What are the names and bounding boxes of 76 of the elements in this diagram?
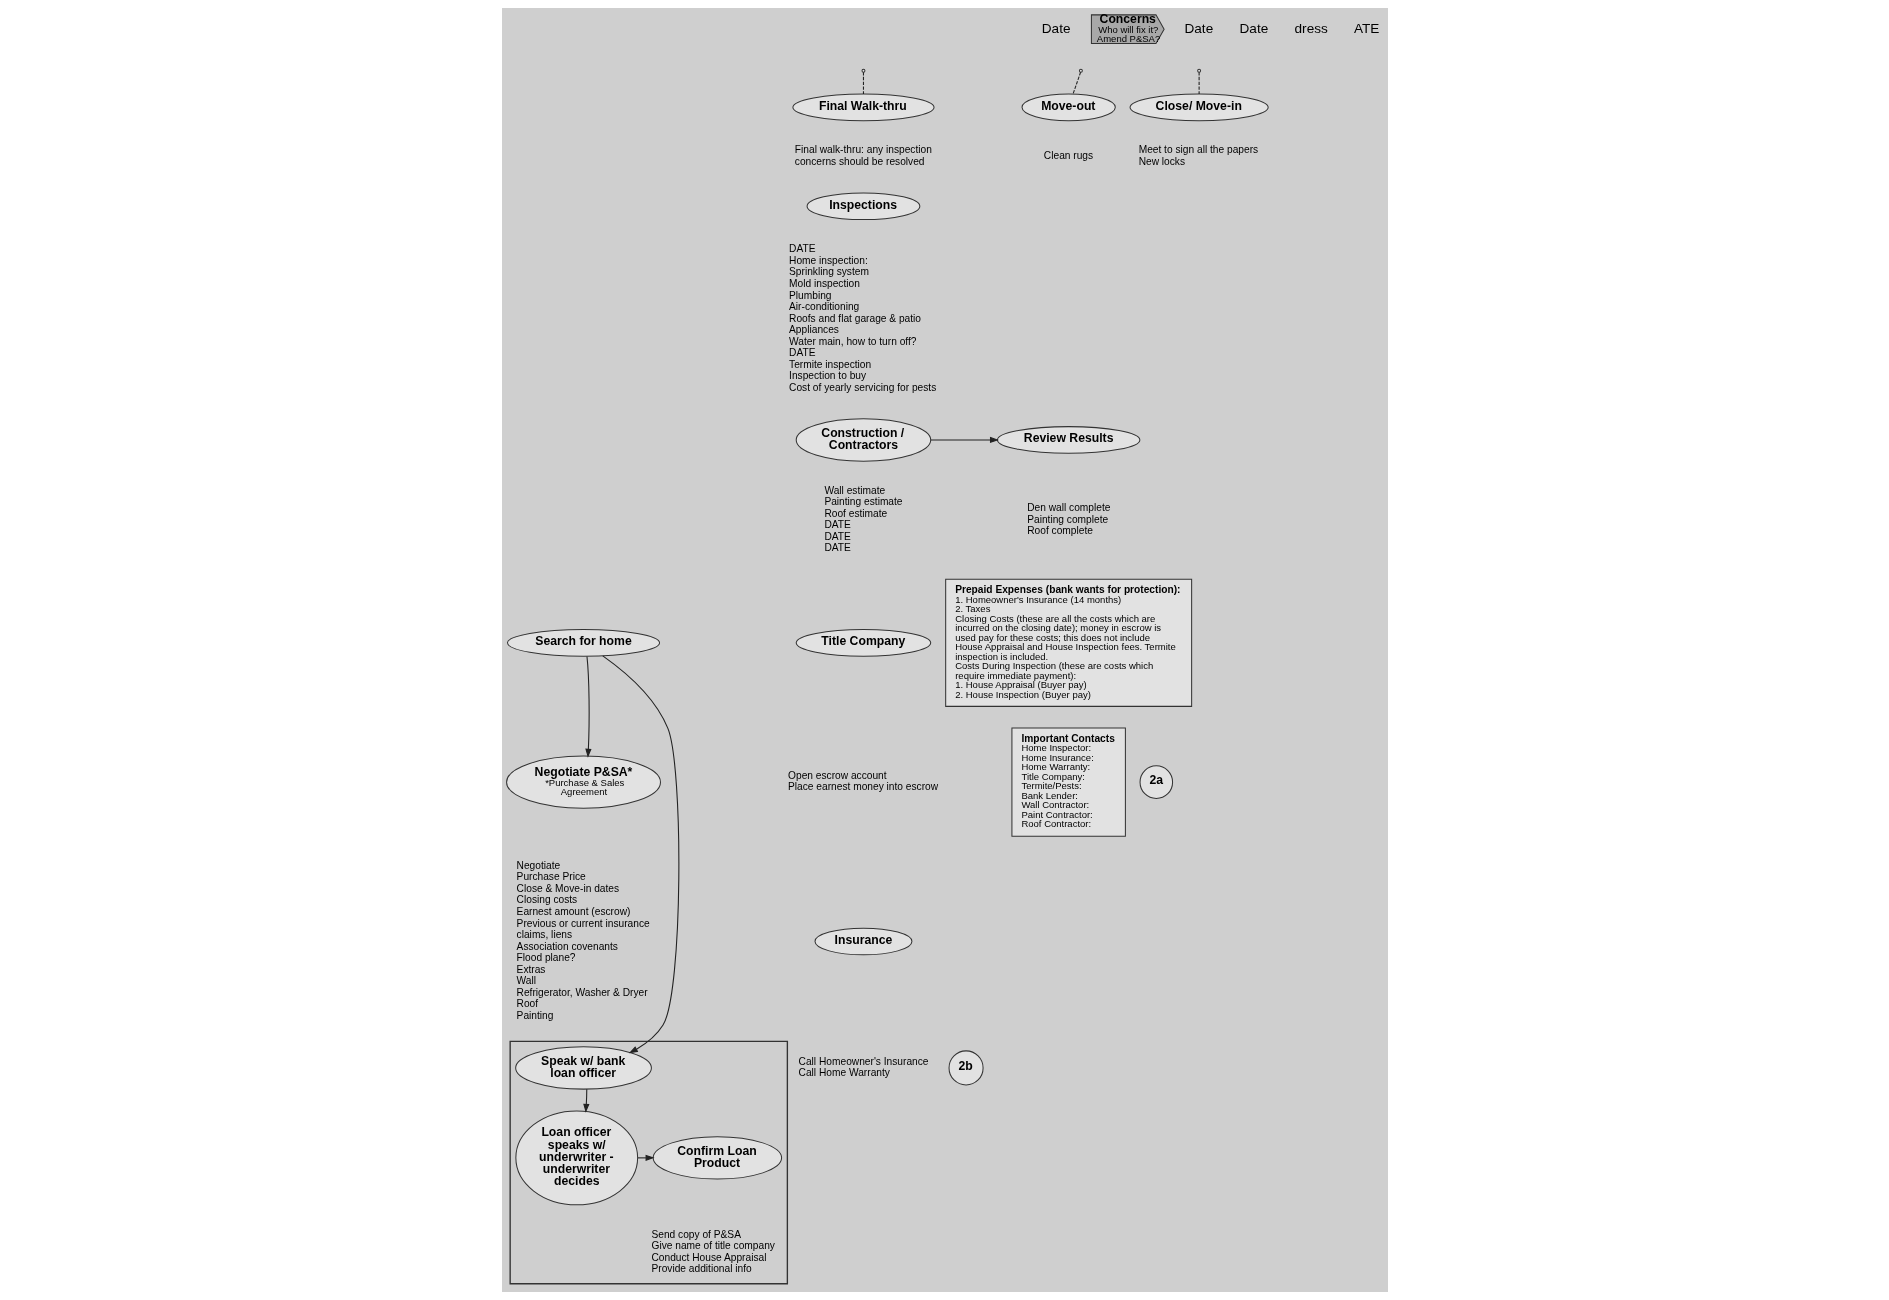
node-label: Roof estimate xyxy=(823,507,887,519)
node-ellipse: Search for home xyxy=(506,629,660,657)
node-label: Call Home Warranty xyxy=(798,1067,890,1079)
node-label: Send copy of P&SA xyxy=(650,1228,741,1240)
node-label: DATE xyxy=(823,530,851,542)
node-label: Painting complete xyxy=(1026,513,1108,525)
node-label: Extras xyxy=(516,963,545,975)
node-label: Termite inspection xyxy=(788,358,871,370)
connector xyxy=(1198,71,1200,95)
node-label: Refrigerator, Washer & Dryer xyxy=(516,986,648,998)
node-label: Meet to sign all the papers xyxy=(1138,144,1258,156)
node-label: New locks xyxy=(1138,155,1185,167)
node-label: Closing costs xyxy=(516,894,577,906)
node-label: Purchase Price xyxy=(516,871,586,883)
node-label: Roof xyxy=(516,998,538,1010)
node-ellipse: Review Results xyxy=(996,426,1140,454)
node-box: Important Contacts Home Inspector: Home Insurance: Home Warranty: Title Company: Termite/Pests: Bank Lender: Wall Contractor: Paint Contractor: Roof Contractor: xyxy=(1010,727,1126,837)
label: Date xyxy=(1239,20,1268,36)
node-label: Cost of yearly servicing for pests xyxy=(788,381,936,393)
node-ellipse: Title Company xyxy=(795,629,931,657)
node-ellipse: Insurance xyxy=(814,927,912,956)
node-label: Mold inspection xyxy=(788,278,860,289)
connector xyxy=(862,71,864,95)
node-label: Roofs and flat garage & patio xyxy=(788,312,921,324)
arrow xyxy=(584,655,592,758)
node-label: Earnest amount (escrow) xyxy=(516,905,630,917)
node-ellipse: Negotiate P&SA* *Purchase & Sales Agreement xyxy=(505,755,661,809)
node-label: Wall estimate xyxy=(823,484,885,496)
node-label: Home inspection: xyxy=(788,254,868,266)
node-label: Flood plane? xyxy=(516,952,576,964)
node-label: Air-conditioning xyxy=(788,301,859,313)
node-ellipse: Final Walk-thru xyxy=(791,93,935,122)
node-ellipse: Inspections xyxy=(806,192,920,221)
node-label: Previous or current insurance claims, liens xyxy=(516,917,650,941)
node-label: Place earnest money into escrow xyxy=(787,781,938,793)
node-label: Painting xyxy=(516,1009,553,1021)
node-label: DATE xyxy=(823,519,851,531)
label: ATE xyxy=(1353,20,1379,36)
arrow xyxy=(636,1154,655,1161)
node-label: Painting estimate xyxy=(823,496,903,508)
node-label: Conduct House Appraisal xyxy=(650,1251,766,1263)
node-label: Wall xyxy=(516,975,536,987)
node-label: DATE xyxy=(823,542,851,554)
node-label: DATE xyxy=(788,243,815,255)
node-label: Inspection to buy xyxy=(788,370,866,382)
node-label: Clean rugs xyxy=(1043,150,1093,162)
cluster xyxy=(508,1040,788,1285)
label: Date xyxy=(1184,20,1213,36)
arrow xyxy=(929,436,999,444)
node-circle: 2a xyxy=(1139,765,1173,799)
node-label: Roof complete xyxy=(1026,525,1093,537)
node-label: Give name of title company xyxy=(650,1240,775,1252)
node-label: Open escrow account xyxy=(787,769,887,781)
node-ellipse: Confirm Loan Product xyxy=(652,1136,782,1180)
node-label: Call Homeowner's Insurance xyxy=(798,1055,928,1067)
node-ellipse: Close/ Move-in xyxy=(1129,93,1269,122)
label: Date xyxy=(1041,20,1071,36)
node-ellipse: Loan officer speaks w/ underwriter - underwriter decides xyxy=(514,1110,638,1206)
node-label: Plumbing xyxy=(788,289,832,301)
node-circle: 2b xyxy=(948,1050,984,1086)
node-label: Den wall complete xyxy=(1026,502,1110,514)
node-box: Prepaid Expenses (bank wants for protection): 1. Homeowner's Insurance (14 months) 2. Taxes Closing Costs (these are all the costs which are incurred on the closing date); money in escrow is used pay for these costs; this does not include House Appraisal and House Inspection fees. Termite inspection is included. Costs During Inspection (these are costs which require immediate payment): 1. House Appraisal (Buyer pay) 2. House Inspection (Buyer pay) xyxy=(944,578,1192,707)
node-ellipse: Move-out xyxy=(1021,93,1116,122)
node-label: DATE xyxy=(788,347,815,359)
node-label: Sprinkling system xyxy=(788,266,869,278)
node-label: Appliances xyxy=(788,324,839,336)
node-label: Final walk-thru: any inspection concerns should be resolved xyxy=(794,144,932,167)
node-label: Water main, how to turn off? xyxy=(788,335,916,347)
node-ellipse: Construction / Contractors xyxy=(795,418,931,462)
arrow xyxy=(601,655,679,1054)
label: dress xyxy=(1294,20,1328,36)
connector xyxy=(1072,71,1081,95)
node-label: Negotiate xyxy=(516,859,560,871)
node-label: Close & Move-in dates xyxy=(516,882,619,894)
node-label: Association covenants xyxy=(516,940,618,952)
node-label: Provide additional info xyxy=(650,1263,752,1275)
